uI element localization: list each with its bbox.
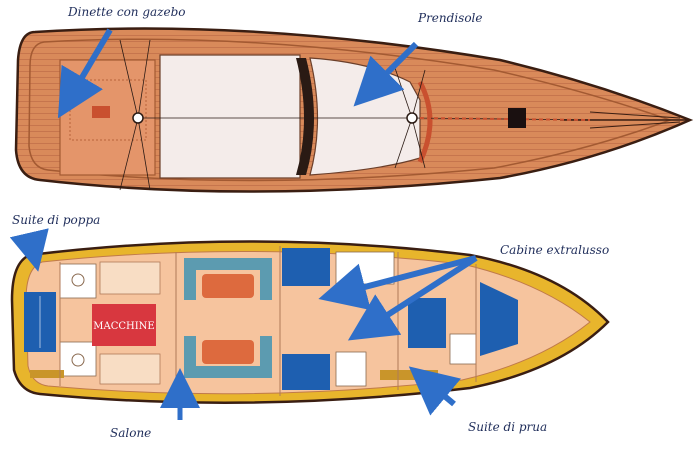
salon-table-top (202, 274, 254, 298)
arrow-prendisole (353, 41, 419, 107)
label-prendisole: Prendisole (418, 11, 483, 25)
salon-sofa-top (184, 258, 272, 300)
arrow-suite-poppa (9, 228, 49, 272)
anchor-locker (508, 108, 526, 128)
engine-room-label: MACCHINE (93, 321, 154, 332)
arrow-suite-prua (408, 366, 462, 416)
label-cabine: Cabine extralusso (500, 243, 610, 257)
label-suite-poppa: Suite di poppa (12, 213, 101, 227)
forward-berth (408, 298, 446, 348)
salon-table-bottom (202, 340, 254, 364)
engine-room (92, 304, 156, 346)
cabin-berth-bottom (282, 354, 330, 390)
mizzen-mast (132, 112, 144, 124)
label-suite-prua: Suite di prua (468, 420, 548, 434)
deck-inner-edge (28, 38, 673, 182)
main-mast (406, 112, 418, 124)
arrow-cabine-2 (347, 255, 478, 341)
deck-view (14, 27, 694, 193)
arrow-cabine-1 (318, 255, 477, 311)
label-salone: Salone (110, 426, 152, 440)
cushion-main (159, 54, 301, 179)
arrow-dinette (57, 28, 113, 119)
label-dinette: Dinette con gazebo (68, 5, 186, 19)
forepeak-berth (480, 282, 518, 356)
interior-view: MACCHINE (9, 228, 610, 420)
salon-sofa-bottom (184, 336, 272, 378)
cabin-berth-top (282, 248, 330, 286)
